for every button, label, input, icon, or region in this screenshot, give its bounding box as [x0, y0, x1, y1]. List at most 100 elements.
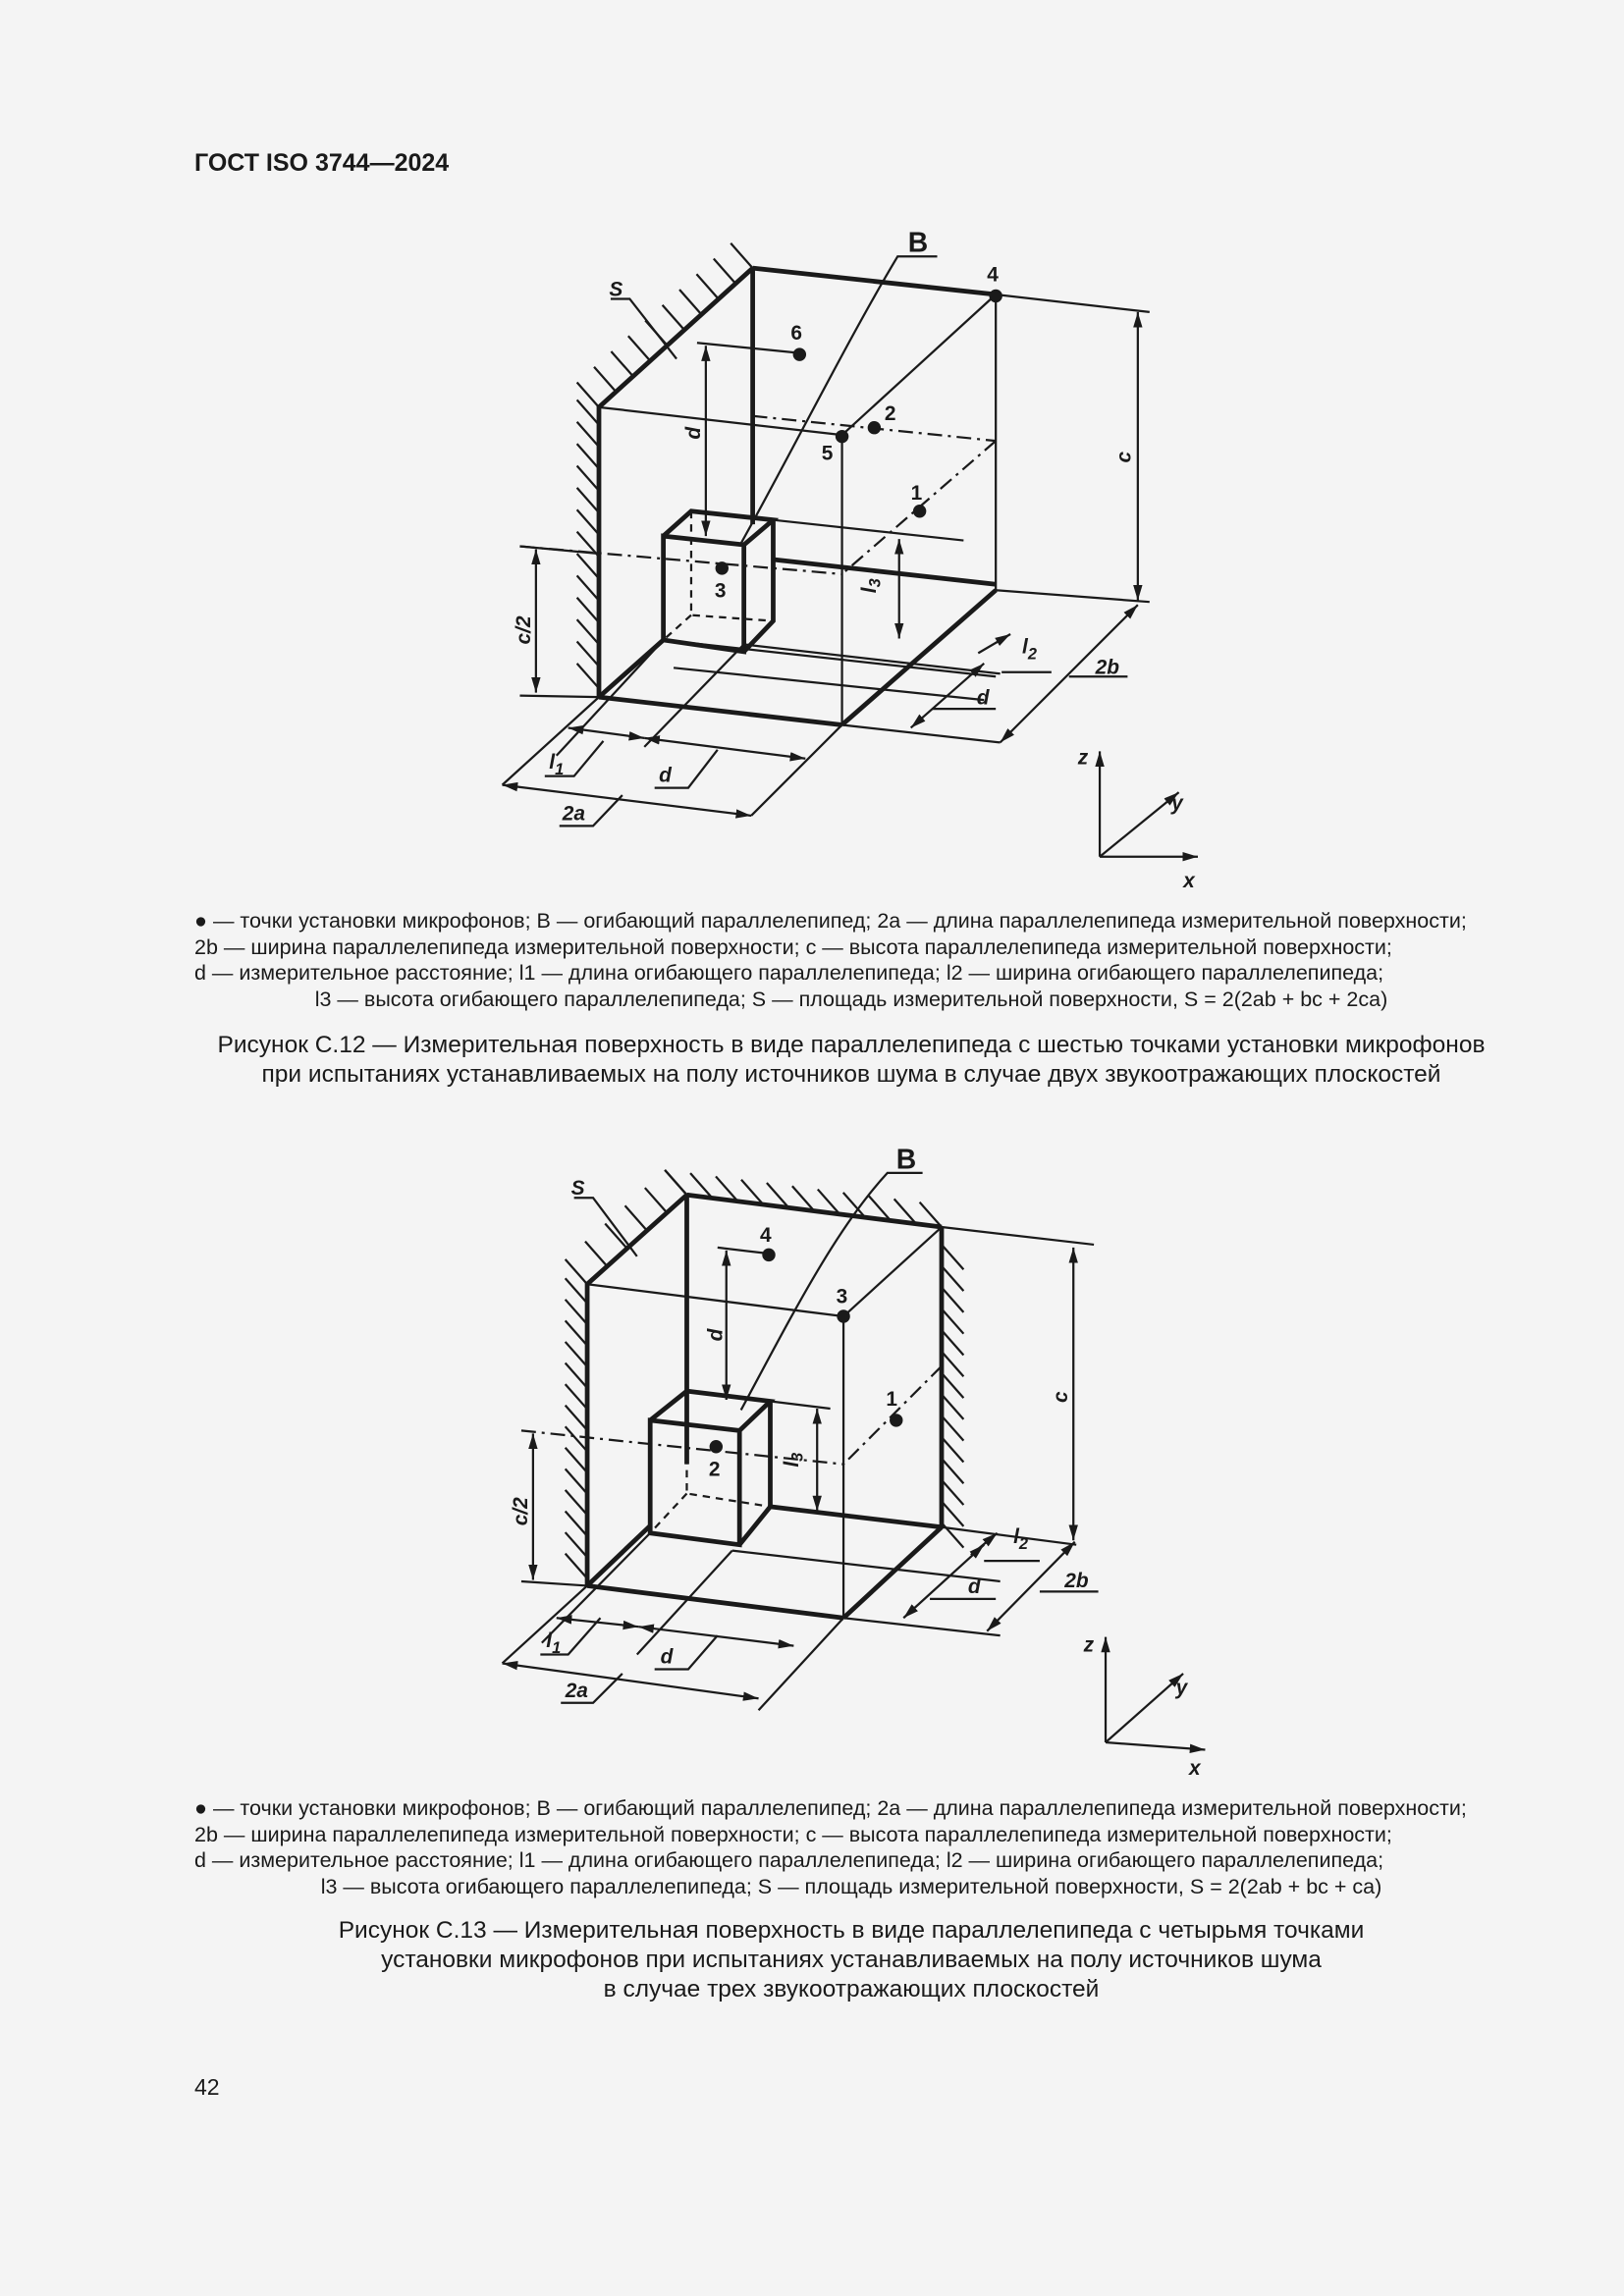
- hatch-line: [712, 257, 737, 285]
- mic-point-3: [837, 1309, 850, 1323]
- hatch-line: [575, 443, 600, 470]
- axis-y-label: y: [1170, 792, 1184, 815]
- hatch-line: [695, 273, 720, 300]
- legend-line: ● — точки установки микрофонов; B — огиб…: [194, 1796, 1467, 1820]
- axis-x-label: x: [1182, 870, 1196, 892]
- hatch-line: [564, 1258, 588, 1285]
- hatch-line: [575, 596, 600, 623]
- mic-label-1: 1: [886, 1388, 897, 1411]
- label-d-bottom: d: [661, 1645, 675, 1668]
- hatch-line: [564, 1468, 588, 1495]
- hatch-line: [941, 1393, 965, 1420]
- hatch-line: [610, 350, 634, 378]
- caption-line: при испытаниях устанавливаемых на полу и…: [261, 1061, 1441, 1088]
- label-c-half: c/2: [510, 1497, 532, 1525]
- label-d-vertical: d: [682, 426, 705, 440]
- legend-line: d — измерительное расстояние; l1 — длина…: [194, 961, 1384, 985]
- label-B: B: [908, 228, 928, 259]
- caption-line: в случае трех звукоотражающих плоскостей: [603, 1976, 1100, 2002]
- hatch-line: [867, 1195, 892, 1222]
- hatch-line: [575, 508, 600, 536]
- hatch-line: [575, 663, 600, 689]
- caption-line: Рисунок C.13 — Измерительная поверхность…: [338, 1917, 1365, 1944]
- hatch-line: [564, 1425, 588, 1453]
- hatch-line: [893, 1198, 917, 1225]
- hatch-line: [941, 1244, 965, 1271]
- caption-line: установки микрофонов при испытаниях уста…: [381, 1947, 1322, 1973]
- hatch-line: [564, 1447, 588, 1473]
- mic-point-5: [835, 429, 849, 444]
- label-l2: l2: [1013, 1525, 1028, 1553]
- legend-line: d — измерительное расстояние; l1 — длина…: [194, 1848, 1384, 1872]
- hatch-line: [941, 1351, 965, 1378]
- hatch-line: [791, 1185, 816, 1212]
- label-B: B: [896, 1144, 916, 1175]
- microphone-positions: 1 2 3 4: [709, 1224, 903, 1481]
- label-d-right: d: [968, 1575, 982, 1598]
- hatch-line: [941, 1286, 965, 1313]
- mic-label-6: 6: [790, 322, 802, 345]
- legend-line: l3 — высота огибающего параллелепипеда; …: [314, 987, 1388, 1011]
- figure-c13-caption: Рисунок C.13 — Измерительная поверхность…: [194, 1916, 1508, 2004]
- hatch-line: [941, 1308, 965, 1335]
- label-d-right: d: [977, 687, 991, 710]
- reflecting-plane-hatching: [564, 1169, 965, 1579]
- mic-point-6: [792, 347, 807, 361]
- mic-point-4: [989, 289, 1002, 303]
- hatch-line: [715, 1175, 739, 1202]
- hatch-line: [730, 242, 754, 269]
- label-c: c: [1112, 452, 1135, 463]
- axis-z-label: z: [1083, 1634, 1095, 1657]
- hatch-line: [575, 399, 600, 426]
- hatch-line: [740, 1178, 765, 1205]
- hatch-line: [941, 1458, 965, 1485]
- hatch-line: [564, 1319, 588, 1347]
- mic-label-2: 2: [885, 402, 896, 425]
- label-c: c: [1050, 1391, 1072, 1403]
- hatch-line: [584, 1240, 609, 1267]
- hatch-line: [766, 1182, 790, 1209]
- hatch-line: [564, 1299, 588, 1325]
- hatch-line: [575, 487, 600, 513]
- label-S: S: [571, 1177, 585, 1200]
- page-number: 42: [194, 2074, 220, 2100]
- hatch-line: [689, 1172, 714, 1200]
- axis-triad: z y x: [1083, 1634, 1206, 1780]
- figure-c12-legend: ● — точки установки микрофонов; B — огиб…: [194, 908, 1508, 1012]
- label-2b: 2b: [1095, 656, 1120, 678]
- mic-point-1: [912, 505, 927, 518]
- reflecting-plane-hatching: [575, 242, 754, 689]
- hatch-line: [604, 1222, 628, 1250]
- figure-c13-diagram: B S d c c/2 l3 l2 d 2b l1 d 2a: [501, 1144, 1206, 1780]
- hatch-line: [816, 1188, 841, 1215]
- mic-label-3: 3: [837, 1286, 848, 1308]
- hatch-line: [564, 1489, 588, 1517]
- hatch-line: [941, 1329, 965, 1357]
- label-d-vertical: d: [704, 1327, 727, 1341]
- hatch-line: [941, 1478, 965, 1506]
- axis-y-label: y: [1175, 1677, 1189, 1699]
- mic-label-5: 5: [822, 443, 834, 465]
- hatch-line: [564, 1341, 588, 1368]
- mic-point-1: [890, 1414, 903, 1427]
- label-l3: l3: [781, 1453, 806, 1468]
- hatch-line: [593, 365, 618, 393]
- mic-label-1: 1: [911, 482, 923, 505]
- hatch-line: [918, 1201, 943, 1228]
- hatch-line: [564, 1277, 588, 1305]
- legend-line: 2b — ширина параллелепипеда измерительно…: [194, 1822, 1392, 1846]
- mic-point-4: [762, 1248, 776, 1262]
- caption-line: Рисунок C.12 — Измерительная поверхность…: [217, 1032, 1486, 1058]
- hatch-line: [941, 1500, 965, 1527]
- label-l1: l1: [549, 751, 564, 778]
- mic-point-2: [867, 421, 882, 435]
- label-2a: 2a: [562, 802, 585, 825]
- figure-c12-caption: Рисунок C.12 — Измерительная поверхность…: [194, 1031, 1508, 1090]
- label-c-half: c/2: [513, 615, 535, 644]
- hatch-line: [941, 1415, 965, 1442]
- label-l1: l1: [546, 1629, 561, 1657]
- axis-x-label: x: [1188, 1757, 1202, 1780]
- figure-c13-legend: ● — точки установки микрофонов; B — огиб…: [194, 1795, 1508, 1899]
- hatch-line: [575, 381, 600, 408]
